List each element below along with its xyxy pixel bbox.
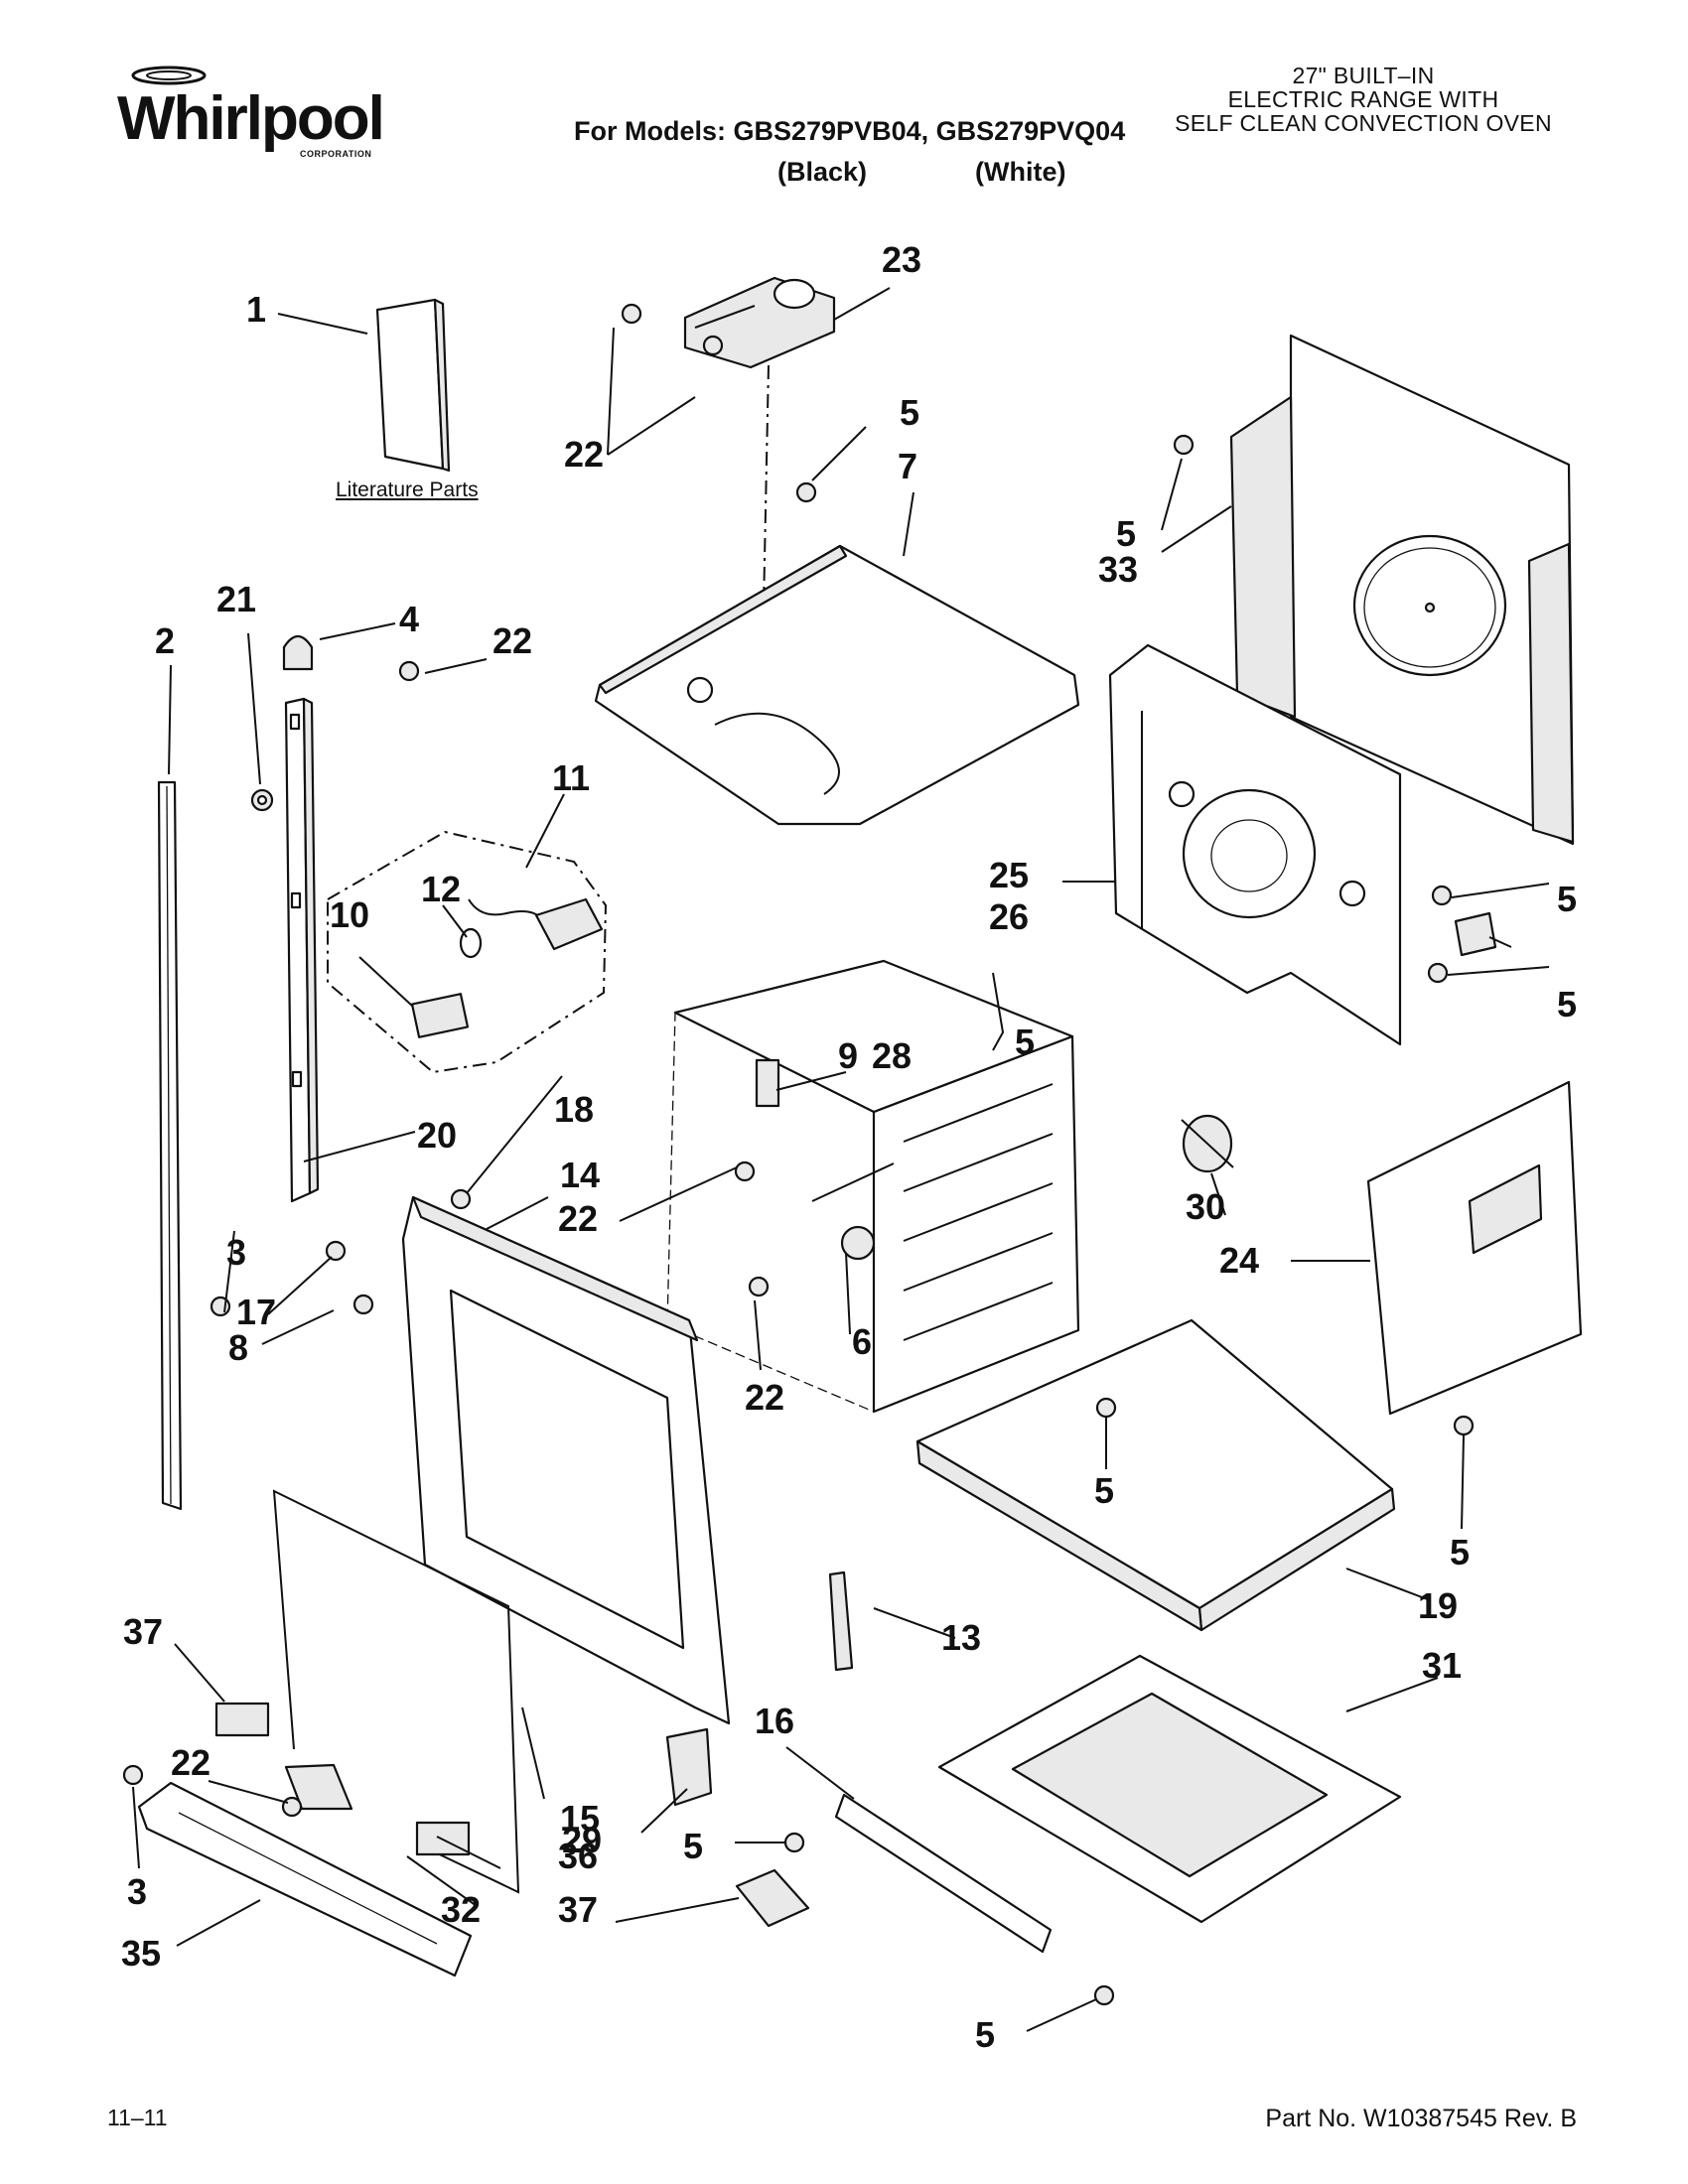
callout-label: 29 [562, 1820, 602, 1860]
callout-label: 22 [745, 1377, 784, 1418]
callout-label: 3 [127, 1871, 147, 1912]
mount-bracket-part [665, 1727, 713, 1807]
callout-label: 26 [989, 896, 1029, 937]
kick-plate-part [137, 1781, 473, 1978]
callout-label: 14 [560, 1155, 600, 1195]
callout-label: 13 [941, 1617, 981, 1658]
callout-label: 24 [1219, 1240, 1259, 1281]
bracket-part [1454, 911, 1497, 957]
brand-name: Whirlpool [117, 84, 385, 153]
literature-parts-label: Literature Parts [336, 478, 479, 501]
callout-label: 5 [1094, 1470, 1114, 1511]
vent-bracket-part [828, 1570, 854, 1672]
callout-label: 22 [558, 1198, 598, 1239]
callout-label: 23 [882, 239, 921, 280]
callout-label: 37 [123, 1611, 163, 1652]
callout-label: 3 [226, 1232, 246, 1273]
part-number: Part No. W10387545 Rev. B [1265, 2105, 1577, 2132]
callout-numbers: 1 2 3 3 4 5 5 5 5 5 5 5 5 5 6 7 8 9 10 1… [121, 239, 1577, 2055]
callout-label: 36 [558, 1836, 598, 1876]
callout-label: 5 [1557, 984, 1577, 1024]
spacer-part [284, 1763, 353, 1811]
product-line-1: 27" BUILT–IN [1292, 63, 1435, 88]
clip-part [282, 634, 314, 671]
callout-label: 5 [1015, 1022, 1035, 1062]
whirlpool-logo: Whirlpool CORPORATION [111, 60, 389, 159]
logo-swoosh-icon [131, 66, 207, 85]
finish-black: (Black) [777, 157, 868, 187]
bottom-shelf-part [915, 1318, 1396, 1632]
callout-label: 16 [755, 1701, 794, 1741]
callout-label: 12 [421, 869, 461, 909]
callout-label: 10 [330, 894, 369, 935]
callout-label: 32 [441, 1889, 481, 1930]
callout-label: 18 [554, 1089, 594, 1130]
callout-label: 21 [216, 579, 256, 619]
callout-label: 25 [989, 855, 1029, 895]
callout-label: 31 [1422, 1645, 1462, 1686]
callout-label: 20 [417, 1115, 457, 1156]
literature-booklet-part [375, 298, 451, 473]
callout-leader-lines [132, 287, 1550, 2032]
callout-label: 22 [171, 1742, 211, 1783]
bottom-pan-part [937, 1654, 1402, 1924]
front-frame-part [401, 1195, 731, 1725]
callout-label: 9 [838, 1035, 858, 1076]
oven-cavity-part [666, 959, 1080, 1414]
callout-label: 4 [399, 599, 419, 639]
side-trim-part [157, 780, 183, 1511]
callout-label: 5 [900, 392, 919, 433]
base-bracket-part [735, 1868, 810, 1928]
callout-label: 17 [236, 1292, 276, 1332]
callout-label: 8 [228, 1327, 248, 1368]
callout-label: 1 [246, 289, 266, 330]
callout-label: 11 [552, 757, 590, 798]
light-assembly-group [327, 830, 608, 1074]
callout-label: 22 [492, 620, 532, 661]
back-panel-part [1229, 334, 1575, 846]
callout-label: 28 [872, 1035, 912, 1076]
callout-label: 33 [1098, 549, 1138, 590]
callout-label: 7 [898, 446, 917, 486]
hinge-rail-part [284, 697, 320, 1203]
callout-label: 5 [1116, 513, 1136, 554]
revision-date: 11–11 [107, 2105, 168, 2130]
callout-label: 15 [560, 1798, 600, 1839]
side-panel-part [1366, 1080, 1583, 1416]
callout-label: 5 [683, 1826, 703, 1866]
product-line-3: SELF CLEAN CONVECTION OVEN [1175, 110, 1552, 136]
callout-label: 22 [564, 434, 604, 475]
top-panel-part [594, 544, 1080, 826]
bottom-rail-part [834, 1793, 1053, 1954]
callout-label: 6 [852, 1321, 872, 1362]
callout-label: 37 [558, 1889, 598, 1930]
callout-label: 35 [121, 1933, 161, 1974]
finish-white: (White) [975, 157, 1066, 187]
brand-subtitle: CORPORATION [300, 149, 372, 159]
callout-label: 5 [975, 2014, 995, 2055]
callout-label: 2 [155, 620, 175, 661]
product-description: 27" BUILT–IN ELECTRIC RANGE WITH SELF CL… [1155, 64, 1572, 135]
models-line: For Models: GBS279PVB04, GBS279PVQ04 [574, 116, 1126, 146]
fan-panel-part [1108, 643, 1402, 1046]
callout-label: 5 [1557, 879, 1577, 919]
pad-part [214, 1702, 270, 1737]
callout-label: 19 [1418, 1585, 1458, 1626]
callout-label: 5 [1450, 1532, 1470, 1572]
latch-assembly-part [683, 276, 836, 369]
product-line-2: ELECTRIC RANGE WITH [1227, 86, 1499, 112]
thermal-fuse-part [1181, 1114, 1234, 1173]
callout-label: 30 [1186, 1186, 1225, 1227]
